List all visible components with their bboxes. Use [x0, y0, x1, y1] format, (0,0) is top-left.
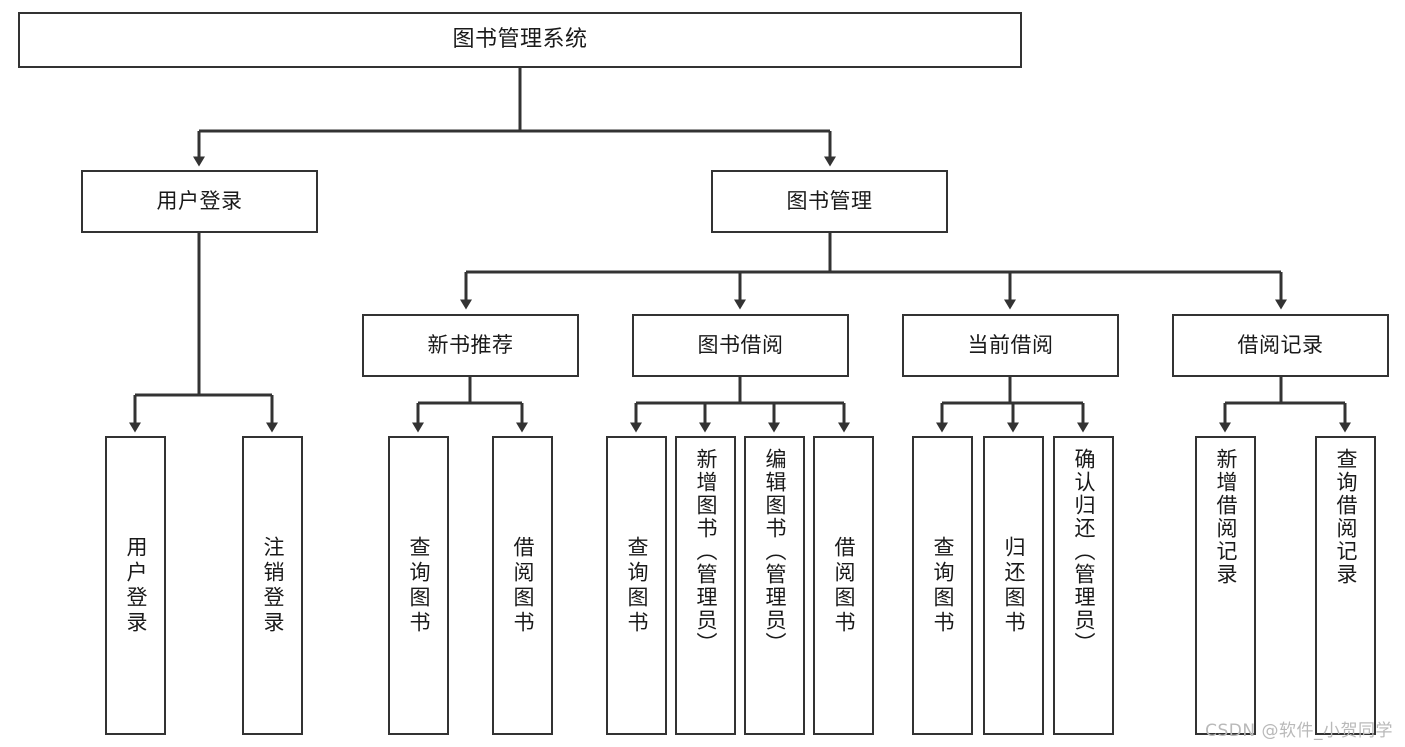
node-label: 新增借阅记录 [1214, 448, 1238, 586]
node-borrow-record[interactable]: 借阅记录 [1172, 314, 1389, 377]
node-label: 新书推荐 [427, 333, 514, 358]
node-leaf-user-login[interactable]: 用户登录 [105, 436, 166, 735]
node-book-borrow[interactable]: 图书借阅 [632, 314, 849, 377]
node-leaf-query-book-borrow[interactable]: 查询图书 [606, 436, 667, 735]
node-label: 新增图书（管理员） [694, 448, 718, 655]
node-label: 用户登录 [156, 189, 243, 214]
node-label: 图书借阅 [697, 333, 784, 358]
node-label: 注销登录 [261, 535, 285, 636]
node-leaf-query-book-current[interactable]: 查询图书 [912, 436, 973, 735]
node-label: 图书管理系统 [452, 27, 588, 53]
node-label: 查询图书 [931, 535, 955, 636]
node-leaf-borrow-book[interactable]: 借阅图书 [813, 436, 874, 735]
node-leaf-query-book-recommendation[interactable]: 查询图书 [388, 436, 449, 735]
node-leaf-borrow-book-recommendation[interactable]: 借阅图书 [492, 436, 553, 735]
node-new-book-recommendation[interactable]: 新书推荐 [362, 314, 579, 377]
node-current-borrow[interactable]: 当前借阅 [902, 314, 1119, 377]
csdn-watermark: CSDN @软件_小贺同学 [1205, 721, 1393, 741]
node-leaf-return-book[interactable]: 归还图书 [983, 436, 1044, 735]
node-leaf-user-logout[interactable]: 注销登录 [242, 436, 303, 735]
node-label: 查询借阅记录 [1334, 448, 1358, 586]
node-leaf-add-book-admin[interactable]: 新增图书（管理员） [675, 436, 736, 735]
node-leaf-confirm-return-admin[interactable]: 确认归还（管理员） [1053, 436, 1114, 735]
node-label: 确认归还（管理员） [1072, 448, 1096, 655]
node-label: 归还图书 [1002, 535, 1026, 636]
node-label: 借阅图书 [832, 535, 856, 636]
node-leaf-edit-book-admin[interactable]: 编辑图书（管理员） [744, 436, 805, 735]
node-leaf-query-borrow-record[interactable]: 查询借阅记录 [1315, 436, 1376, 735]
node-label: 借阅记录 [1237, 333, 1324, 358]
node-book-manage[interactable]: 图书管理 [711, 170, 948, 233]
node-label: 当前借阅 [967, 333, 1054, 358]
node-root-book-management-system[interactable]: 图书管理系统 [18, 12, 1022, 68]
node-label: 查询图书 [407, 535, 431, 636]
node-label: 用户登录 [124, 535, 148, 636]
node-label: 查询图书 [625, 535, 649, 636]
node-label: 图书管理 [786, 189, 873, 214]
node-user-login[interactable]: 用户登录 [81, 170, 318, 233]
node-label: 编辑图书（管理员） [763, 448, 787, 655]
node-label: 借阅图书 [511, 535, 535, 636]
node-leaf-add-borrow-record[interactable]: 新增借阅记录 [1195, 436, 1256, 735]
